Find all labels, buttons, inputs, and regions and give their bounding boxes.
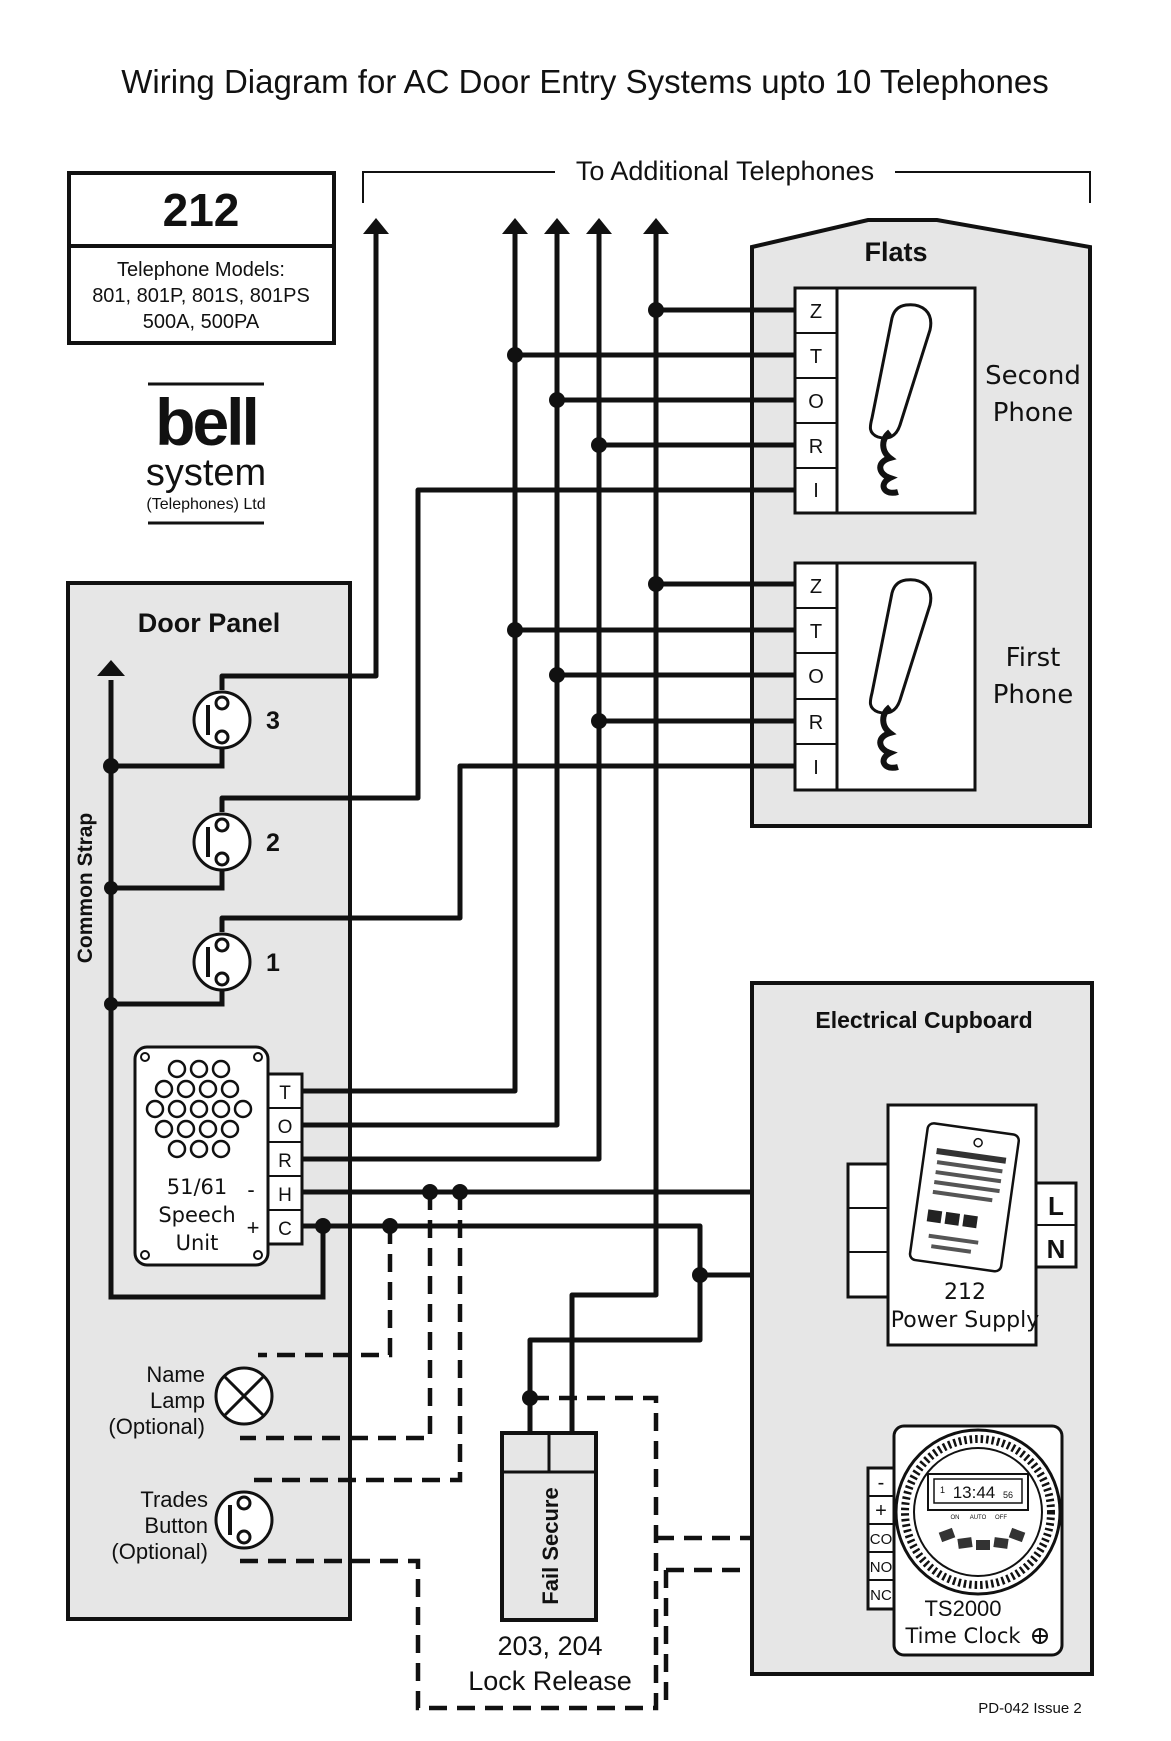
speech-unit-label-line3: Unit: [176, 1231, 219, 1255]
flats-title: Flats: [864, 237, 927, 267]
trades-button-icon: [214, 1490, 274, 1550]
speech-unit-label-line2: Speech: [158, 1203, 235, 1227]
time-clock-display-seconds: 56: [1003, 1490, 1013, 1500]
name-lamp-label-line3: (Optional): [108, 1414, 205, 1439]
name-lamp-icon: [214, 1366, 274, 1426]
first-phone-handset-icon: [868, 578, 933, 771]
trades-button-label-line1: Trades: [140, 1487, 208, 1512]
time-clock-name: Time Clock: [904, 1624, 1021, 1648]
lock-release-name: Lock Release: [468, 1666, 632, 1696]
power-supply-name: Power Supply: [891, 1308, 1039, 1333]
second-phone-terminal-z: Z: [810, 301, 822, 323]
time-clock-display-mode: 1: [940, 1485, 945, 1495]
model-box: [67, 171, 336, 345]
time-clock-terminal-plus: +: [875, 1500, 887, 1522]
time-clock-model: TS2000: [924, 1596, 1001, 1621]
time-clock-mode-off: OFF: [995, 1515, 1007, 1521]
door-button-3-label: 3: [266, 707, 280, 735]
power-supply-model: 212: [944, 1280, 986, 1305]
speech-terminal-h: H: [278, 1185, 292, 1206]
second-phone-label-line2: Phone: [993, 398, 1074, 428]
diagram-title: Wiring Diagram for AC Door Entry Systems…: [121, 63, 1048, 100]
electrical-cupboard-title: Electrical Cupboard: [815, 1007, 1032, 1033]
speech-unit-plus-sign: +: [247, 1215, 260, 1240]
logo-word-bell: bell: [155, 385, 257, 459]
additional-telephone-arrows: [363, 218, 669, 234]
speech-unit-label-line1: 51/61: [167, 1175, 228, 1199]
common-strap-arrow: [97, 660, 125, 676]
door-button-1: [192, 932, 252, 992]
trades-button-label-line3: (Optional): [111, 1539, 208, 1564]
mains-terminal-l: L: [1048, 1191, 1064, 1221]
logo-word-telephones: (Telephones) Ltd: [146, 496, 265, 513]
second-phone-terminal-o: O: [808, 391, 824, 413]
door-button-2-label: 2: [266, 829, 280, 857]
common-strap-label: Common Strap: [74, 813, 97, 964]
model-line-2: 500A, 500PA: [143, 311, 260, 333]
mains-terminal-n: N: [1047, 1234, 1066, 1264]
speech-terminal-r: R: [278, 1151, 292, 1172]
power-supply-unit: [846, 1103, 1078, 1347]
name-lamp-label-line1: Name: [146, 1362, 205, 1387]
speech-unit-grille: [145, 1059, 253, 1159]
lock-release-box: [500, 1431, 598, 1622]
time-clock-dial-icon: [894, 1428, 1062, 1596]
first-phone-label-line1: First: [1006, 643, 1061, 673]
time-clock-mode-auto: AUTO: [970, 1515, 987, 1521]
model-line-1: 801, 801P, 801S, 801PS: [92, 285, 310, 307]
second-phone-terminal-t: T: [810, 346, 822, 368]
model-heading: Telephone Models:: [117, 259, 285, 281]
speech-unit-minus-sign: -: [247, 1177, 254, 1202]
speech-terminal-o: O: [278, 1117, 293, 1138]
first-phone-terminal-o: O: [808, 666, 824, 688]
additional-telephones-label: To Additional Telephones: [576, 156, 874, 186]
lock-release-models: 203, 204: [497, 1631, 602, 1661]
door-button-1-label: 1: [266, 949, 280, 977]
time-clock-mode-on: ON: [951, 1515, 960, 1521]
speech-terminal-t: T: [279, 1083, 291, 1104]
speech-terminal-c: C: [278, 1219, 292, 1240]
first-phone-terminal-r: R: [809, 712, 823, 734]
door-button-2: [192, 812, 252, 872]
power-supply-label-sticker-icon: [908, 1122, 1021, 1273]
additional-telephones-bracket: [362, 171, 1091, 203]
name-lamp-label-line2: Lamp: [150, 1388, 205, 1413]
second-phone-handset-icon: [868, 303, 933, 496]
time-clock-display-time: 13:44: [953, 1483, 996, 1502]
logo-word-system: system: [146, 452, 266, 494]
time-clock-terminal-co: CO: [870, 1531, 893, 1548]
time-clock-terminal-nc: NC: [870, 1587, 892, 1604]
second-phone-label-line1: Second: [985, 361, 1081, 391]
first-phone-terminal-z: Z: [810, 576, 822, 598]
footer-reference: PD-042 Issue 2: [978, 1700, 1081, 1717]
lock-release-fail-secure: Fail Secure: [538, 1487, 563, 1604]
model-number: 212: [163, 184, 240, 236]
bell-system-logo: bell system (Telephones) Ltd: [146, 382, 266, 525]
first-phone-label-line2: Phone: [993, 680, 1074, 710]
door-panel-title: Door Panel: [138, 608, 281, 638]
time-clock-screw-icon: [1032, 1628, 1048, 1644]
first-phone-terminal-t: T: [810, 621, 822, 643]
door-button-3: [192, 690, 252, 750]
first-phone-terminal-i: I: [813, 757, 819, 779]
second-phone-terminal-r: R: [809, 436, 823, 458]
time-clock-terminal-minus: -: [878, 1472, 885, 1494]
second-phone-terminal-i: I: [813, 480, 819, 502]
trades-button-label-line2: Button: [144, 1513, 208, 1538]
time-clock-terminal-no: NO: [870, 1559, 893, 1576]
